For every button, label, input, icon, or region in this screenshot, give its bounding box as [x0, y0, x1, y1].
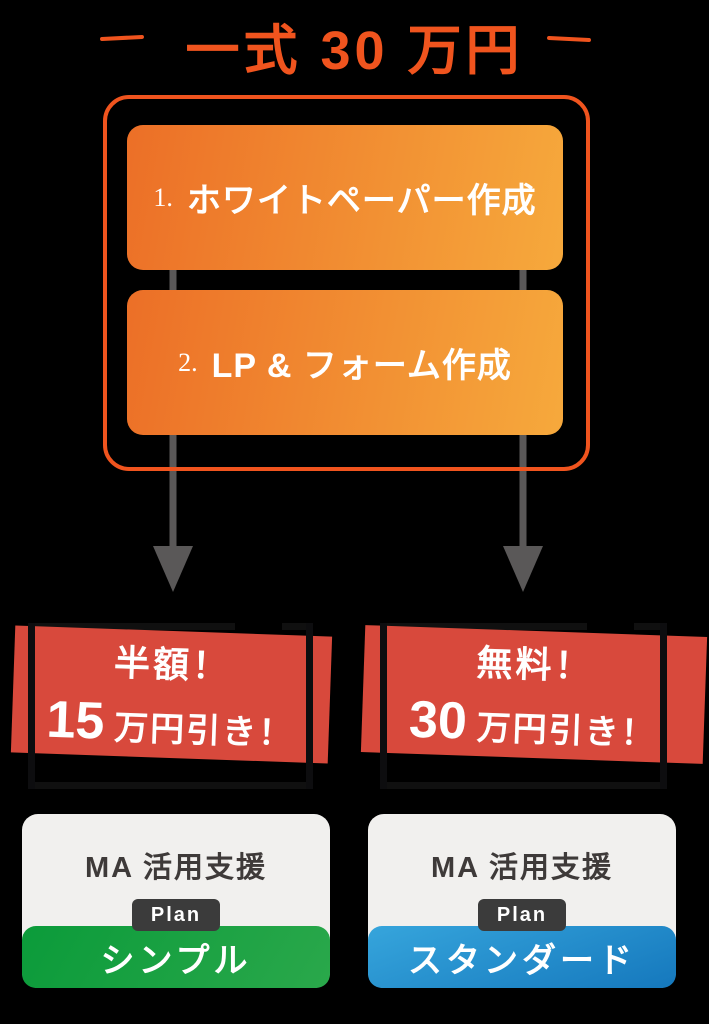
- banner-frame-bar: [380, 623, 387, 789]
- banner-detail: 30 万円引き！: [408, 689, 658, 758]
- banner-amount: 15: [45, 690, 106, 751]
- plan-card-title: MA 活用支援: [430, 852, 614, 884]
- plan-card-standard: MA 活用支援 Plan スタンダード: [368, 814, 676, 988]
- plan-name: スタンダード: [408, 941, 636, 980]
- package-step-1: 1. ホワイトペーパー作成: [127, 125, 563, 270]
- plan-name: シンプル: [100, 941, 252, 980]
- package-outline: 1. ホワイトペーパー作成 2. LP & フォーム作成: [103, 95, 590, 471]
- banner-frame-segment: [380, 623, 587, 630]
- banner-headline: 無料！: [475, 641, 595, 687]
- banner-frame-segment: [634, 623, 667, 630]
- banner-frame-bar: [306, 623, 313, 789]
- step-number: 2.: [178, 347, 198, 377]
- banner-frame-segment: [282, 623, 313, 630]
- banner-suffix: 万円引き！: [476, 708, 658, 753]
- step-label: LP & フォーム作成: [211, 347, 512, 385]
- step-number: 1.: [153, 182, 173, 212]
- banner-headline: 半額！: [113, 641, 232, 687]
- plan-card-title: MA 活用支援: [84, 852, 268, 884]
- discount-banner-half-price: 半額！ 15 万円引き！: [10, 625, 333, 764]
- banner-frame-bar: [28, 623, 35, 789]
- plan-name-bar: スタンダード: [368, 926, 676, 988]
- plan-card-simple: MA 活用支援 Plan シンプル: [22, 814, 330, 988]
- plan-badge: Plan: [478, 899, 566, 931]
- banner-suffix: 万円引き！: [113, 708, 295, 753]
- plan-badge-label: Plan: [150, 903, 202, 926]
- package-step-2: 2. LP & フォーム作成: [127, 290, 563, 435]
- banner-frame-segment: [28, 623, 235, 630]
- discount-banner-free: 無料！ 30 万円引き！: [360, 625, 708, 764]
- banner-amount: 30: [408, 690, 468, 751]
- banner-frame-segment: [28, 782, 313, 789]
- banner-detail: 15 万円引き！: [46, 689, 296, 758]
- plan-badge: Plan: [132, 899, 220, 931]
- step-label: ホワイトペーパー作成: [186, 182, 537, 220]
- page-title: 一式 30 万円: [185, 21, 524, 81]
- plan-badge-label: Plan: [496, 903, 548, 926]
- banner-frame-bar: [660, 623, 667, 789]
- banner-frame-segment: [380, 782, 667, 789]
- plan-name-bar: シンプル: [22, 926, 330, 988]
